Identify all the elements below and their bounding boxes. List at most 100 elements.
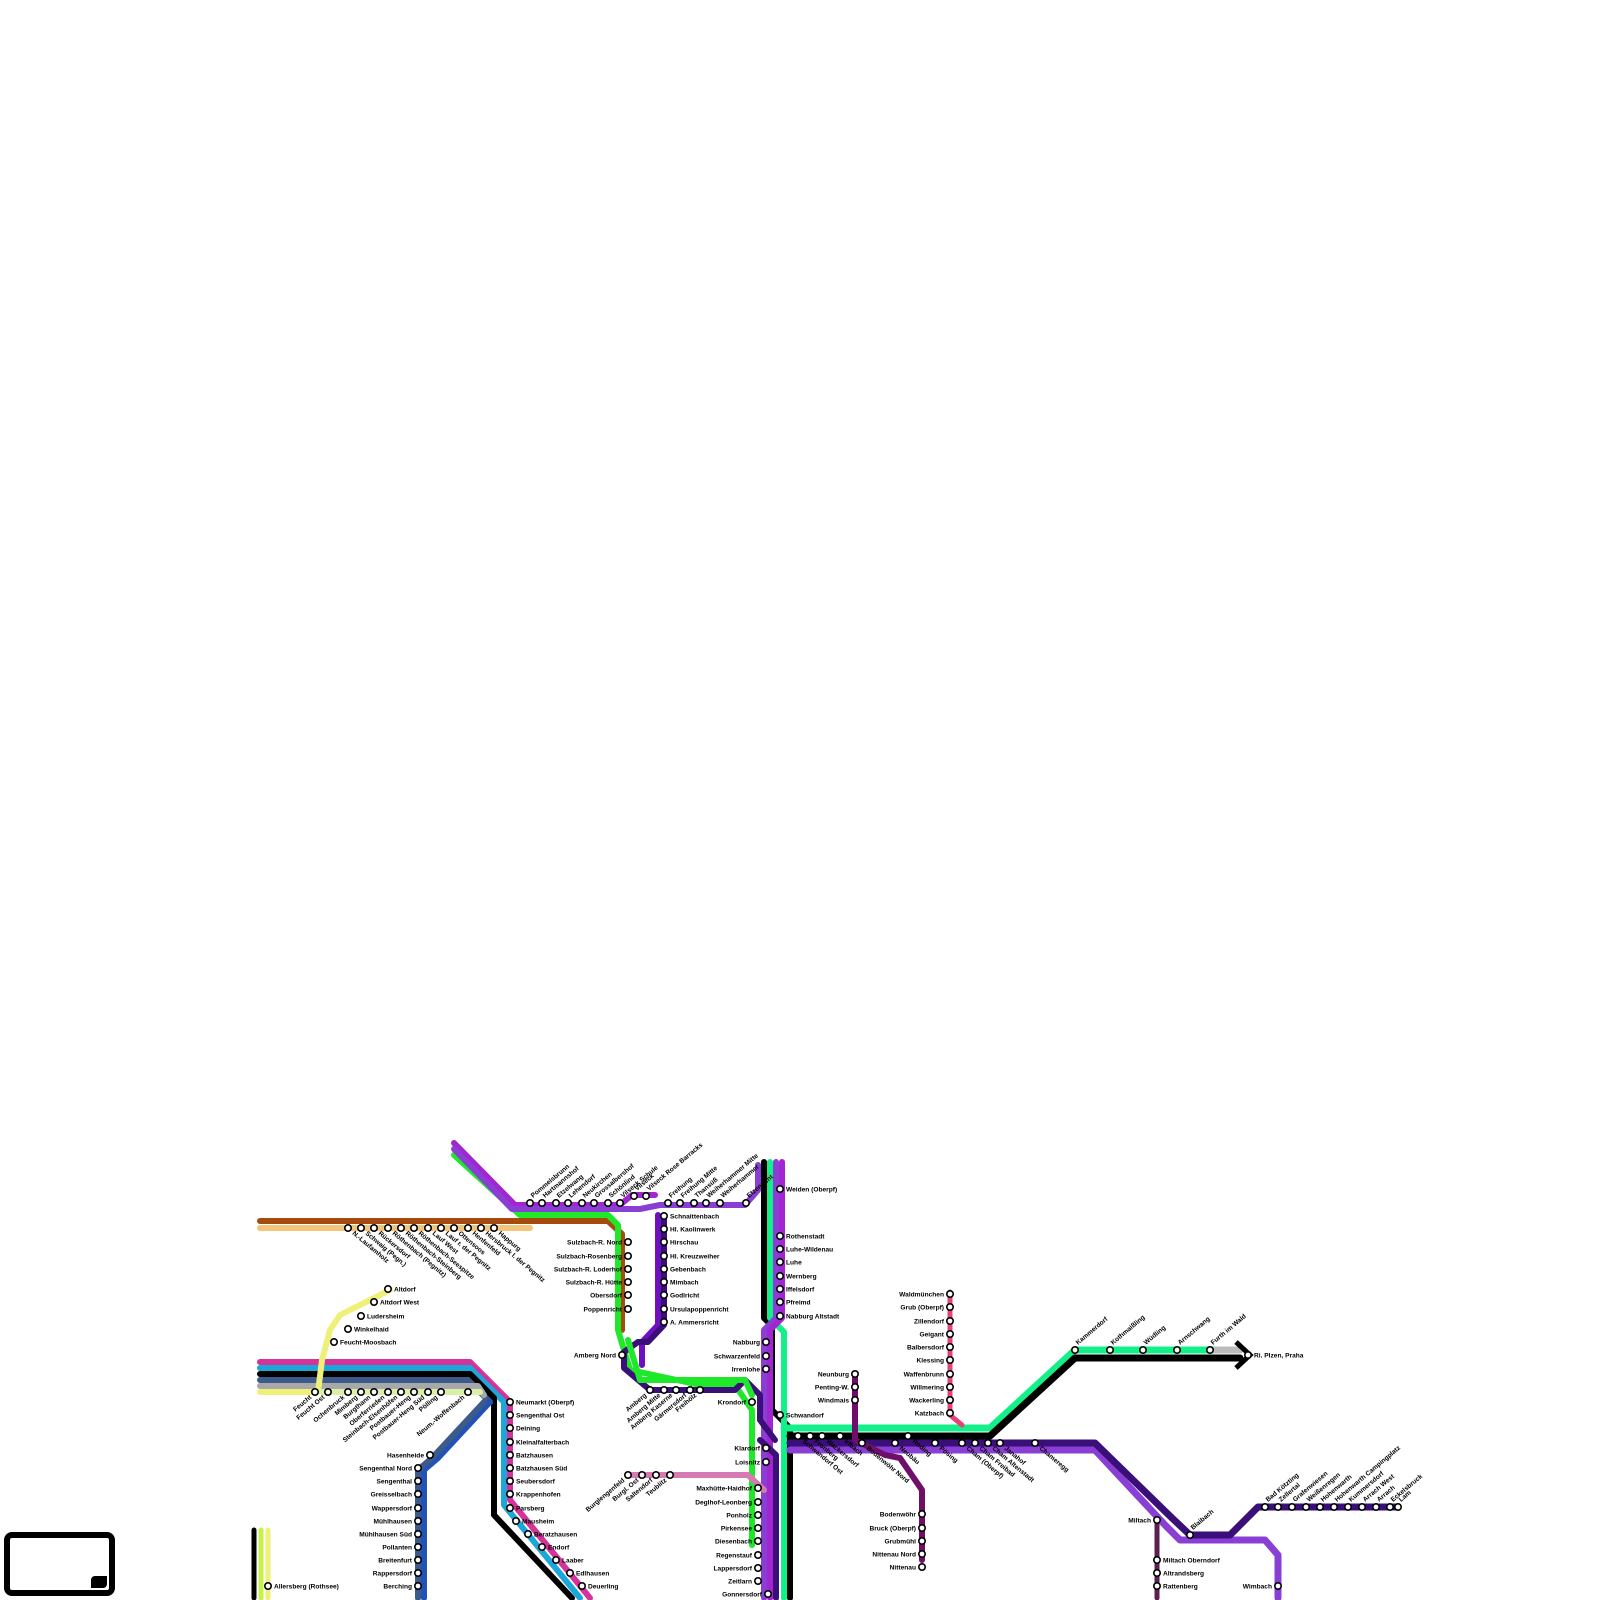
station-dot-parsberg[interactable] (507, 1505, 513, 1511)
station-dot-ochenbruck[interactable] (345, 1389, 351, 1395)
station-dot-cham[interactable] (959, 1440, 965, 1446)
station-dot-lappersdorf[interactable] (755, 1565, 761, 1571)
station-dot-pilling[interactable] (438, 1389, 444, 1395)
station-dot-plzen[interactable] (1245, 1352, 1251, 1358)
station-dot-pollanten[interactable] (415, 1544, 421, 1550)
station-dot-nabburg_altstadt[interactable] (777, 1313, 783, 1319)
station-dot-wuedling[interactable] (1140, 1347, 1146, 1353)
station-dot-feucht_ost[interactable] (325, 1389, 331, 1395)
station-dot-kleinalfalterbach[interactable] (507, 1439, 513, 1445)
station-dot-further_wald[interactable] (1207, 1347, 1213, 1353)
station-dot-ponholz[interactable] (755, 1512, 761, 1518)
station-dot-thansueß[interactable] (691, 1200, 697, 1206)
station-dot-ludersheim[interactable] (358, 1313, 364, 1319)
station-dot-sengenthal_ost[interactable] (507, 1412, 513, 1418)
station-dot-mimbach[interactable] (661, 1279, 667, 1285)
station-dot-miltach[interactable] (1154, 1517, 1160, 1523)
station-dot-gonnersdorf[interactable] (765, 1591, 771, 1597)
station-dot-freihung[interactable] (665, 1200, 671, 1206)
station-dot-pirkensee[interactable] (755, 1525, 761, 1531)
station-dot-nittenau_nord[interactable] (919, 1551, 925, 1557)
station-dot-steinbach[interactable] (398, 1389, 404, 1395)
station-dot-janahof[interactable] (997, 1440, 1003, 1446)
station-dot-bodenwoehr[interactable] (919, 1511, 925, 1517)
station-dot-kummersdorf[interactable] (1345, 1504, 1351, 1510)
station-dot-wappersdorf[interactable] (415, 1505, 421, 1511)
station-dot-grafenwiesen[interactable] (1289, 1504, 1295, 1510)
station-dot-weiherhammer_mitte[interactable] (703, 1200, 709, 1206)
station-dot-hohenwarth[interactable] (1317, 1504, 1323, 1510)
station-dot-schwaig[interactable] (358, 1225, 364, 1231)
station-dot-henfenfeld[interactable] (465, 1225, 471, 1231)
station-dot-balbersdorf[interactable] (947, 1344, 953, 1350)
station-dot-weiherhammer[interactable] (717, 1200, 723, 1206)
station-dot-roethenbach_steinberg[interactable] (398, 1225, 404, 1231)
station-dot-oberferrieden[interactable] (385, 1389, 391, 1395)
station-dot-irrenlohe[interactable] (763, 1366, 769, 1372)
station-dot-lauf_west[interactable] (425, 1225, 431, 1231)
station-dot-penting[interactable] (852, 1384, 858, 1390)
station-dot-muehlhausen_sued[interactable] (415, 1531, 421, 1537)
station-dot-grossalbershof[interactable] (591, 1200, 597, 1206)
station-dot-amberg_nord[interactable] (619, 1352, 625, 1358)
station-dot-zellertal[interactable] (1275, 1504, 1281, 1510)
station-dot-waldmuenchen[interactable] (947, 1291, 953, 1297)
station-dot-luhe[interactable] (777, 1259, 783, 1265)
station-dot-altdorf[interactable] (385, 1286, 391, 1292)
station-dot-deining[interactable] (507, 1425, 513, 1431)
station-dot-roding[interactable] (905, 1433, 911, 1439)
station-dot-grubmuehl[interactable] (919, 1538, 925, 1544)
station-dot-arrach[interactable] (1373, 1504, 1379, 1510)
station-dot-sr_nord[interactable] (625, 1239, 631, 1245)
station-dot-lehendorf[interactable] (565, 1200, 571, 1206)
station-dot-schwandorf[interactable] (777, 1412, 783, 1418)
station-dot-hersbruck[interactable] (478, 1225, 484, 1231)
station-dot-burglengenfeld[interactable] (625, 1472, 631, 1478)
station-dot-klardorf[interactable] (763, 1445, 769, 1451)
station-dot-burgl_ost[interactable] (639, 1472, 645, 1478)
station-dot-freihung_mitte[interactable] (677, 1200, 683, 1206)
station-dot-edlhausen[interactable] (567, 1570, 573, 1576)
station-dot-amberg[interactable] (647, 1387, 653, 1393)
station-dot-katzbach[interactable] (947, 1410, 953, 1416)
station-dot-bodenwoehr_nord[interactable] (859, 1440, 865, 1446)
station-dot-arrach_west[interactable] (1359, 1504, 1365, 1510)
station-dot-etzelwang[interactable] (553, 1200, 559, 1206)
station-dot-diesenbach[interactable] (755, 1538, 761, 1544)
station-dot-weiden[interactable] (777, 1186, 783, 1192)
station-dot-blaibach[interactable] (1187, 1532, 1193, 1538)
station-dot-schnaittenbach[interactable] (661, 1213, 667, 1219)
station-dot-lauf[interactable] (438, 1225, 444, 1231)
station-dot-endorf[interactable] (539, 1544, 545, 1550)
station-dot-feucht_moosbach[interactable] (331, 1339, 337, 1345)
station-dot-lam[interactable] (1395, 1504, 1401, 1510)
station-dot-bruck[interactable] (919, 1525, 925, 1531)
station-dot-neunburg[interactable] (852, 1371, 858, 1377)
station-dot-schoenlind[interactable] (605, 1200, 611, 1206)
station-dot-deuerling[interactable] (579, 1583, 585, 1589)
station-dot-neumarkt[interactable] (507, 1399, 513, 1405)
station-dot-ammersricht[interactable] (661, 1319, 667, 1325)
station-dot-postbauer_heng_sued[interactable] (425, 1389, 431, 1395)
station-dot-freihoelz[interactable] (697, 1387, 703, 1393)
station-dot-bad_koetzting[interactable] (1262, 1504, 1268, 1510)
station-dot-nittenau[interactable] (919, 1564, 925, 1570)
station-dot-willmering[interactable] (947, 1384, 953, 1390)
station-dot-rothenstadt[interactable] (777, 1233, 783, 1239)
station-dot-cham_freibad[interactable] (972, 1440, 978, 1446)
station-dot-geigant[interactable] (947, 1331, 953, 1337)
station-dot-wernberg[interactable] (777, 1273, 783, 1279)
station-dot-arnschwang[interactable] (1174, 1347, 1180, 1353)
station-dot-wackersdorf[interactable] (819, 1433, 825, 1439)
station-dot-vilseck_schule[interactable] (617, 1200, 623, 1206)
station-dot-weissenregen[interactable] (1303, 1504, 1309, 1510)
station-dot-schwandorf_ost[interactable] (795, 1433, 801, 1439)
station-dot-chameregg[interactable] (1032, 1440, 1038, 1446)
station-dot-etzenricht[interactable] (743, 1200, 749, 1206)
station-dot-fronberg[interactable] (807, 1433, 813, 1439)
station-dot-wimbach[interactable] (1275, 1583, 1281, 1589)
station-dot-maxhuette[interactable] (755, 1485, 761, 1491)
station-dot-burgthann[interactable] (371, 1389, 377, 1395)
station-dot-vilseck[interactable] (631, 1193, 637, 1199)
station-dot-postbauer_heng[interactable] (411, 1389, 417, 1395)
